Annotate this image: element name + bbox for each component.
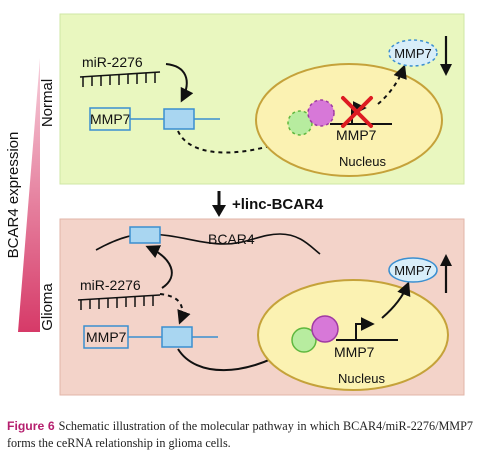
glioma-export-arrow (381, 281, 411, 319)
normal-mirna-strand (79, 71, 161, 87)
expression-axis-label: BCAR4 expression (5, 132, 22, 259)
glioma-panel: BCAR4 miR-2276 MMP7 MMP7 Nucleus (59, 218, 465, 396)
glioma-green-factor (291, 327, 317, 353)
glioma-nucleus-gene-label: MMP7 (334, 344, 375, 360)
transition-label: +linc-BCAR4 (232, 196, 324, 213)
normal-label: Normal (39, 79, 56, 127)
glioma-nucleus-label: Nucleus (338, 371, 385, 386)
normal-pink-factor (307, 99, 335, 127)
normal-nucleus-label: Nucleus (339, 154, 386, 169)
glioma-mmp7-gene-label: MMP7 (86, 329, 127, 345)
normal-export-arrow (377, 64, 407, 105)
normal-nucleus-gene-label: MMP7 (336, 127, 377, 143)
glioma-promoter-arrow (355, 317, 375, 340)
bcar4-label: BCAR4 (208, 231, 255, 247)
glioma-label: Glioma (39, 283, 56, 331)
glioma-mmp7-protein-label: MMP7 (394, 263, 432, 278)
normal-panel: miR-2276 MMP7 MMP7 Nucleus (59, 13, 465, 185)
glioma-mirna-strand (77, 294, 161, 310)
glioma-pink-factor (311, 315, 339, 343)
glioma-mmp7-protein (388, 257, 438, 283)
glioma-mirna-label: miR-2276 (80, 277, 141, 293)
glioma-nucleus (257, 279, 449, 391)
normal-mirna-label: miR-2276 (82, 54, 143, 70)
normal-mmp7-protein-label: MMP7 (394, 46, 432, 61)
expression-gradient-wedge (18, 58, 40, 332)
transition-down-arrow-icon (212, 191, 226, 217)
glioma-mirna-sponge-arrow (145, 245, 173, 289)
cerna-pathway-diagram: BCAR4 expression Normal Glioma miR-2276 … (5, 13, 465, 396)
normal-down-arrow-icon (440, 36, 452, 76)
normal-translation-arrow (177, 130, 291, 154)
normal-mmp7-gene-label: MMP7 (90, 111, 131, 127)
glioma-mrna-binding-box (161, 326, 193, 348)
figure-label: Figure 6 (7, 419, 55, 433)
normal-mrna-binding-box (163, 108, 195, 130)
bcar4-binding-box (129, 226, 161, 244)
normal-mirna-binding-arrow (165, 63, 194, 103)
figure-caption-text: Schematic illustration of the molecular … (7, 419, 474, 450)
normal-mmp7-protein (388, 39, 438, 67)
glioma-up-arrow-icon (440, 254, 452, 293)
normal-green-factor (287, 110, 313, 136)
normal-inhibition-x-icon (341, 96, 373, 128)
